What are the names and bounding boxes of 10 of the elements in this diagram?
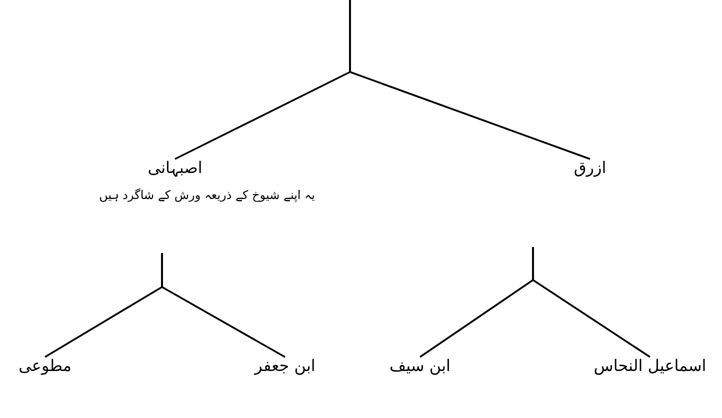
name-label: ابن جعفر [252, 356, 318, 377]
name-label: ازرق [572, 158, 608, 179]
note-text: یہ اپنے شیوخ کے ذریعہ ورش کے شاگرد ہیں [99, 188, 315, 204]
tree-line [349, 0, 590, 160]
name-label: مطوعی [16, 356, 74, 377]
name-label: اصبہانی [146, 158, 204, 179]
name-label: ابن سیف [388, 356, 452, 377]
name-label: اسماعیل النحاس [592, 356, 708, 377]
tree-line [532, 247, 650, 358]
tree-line [161, 253, 286, 358]
